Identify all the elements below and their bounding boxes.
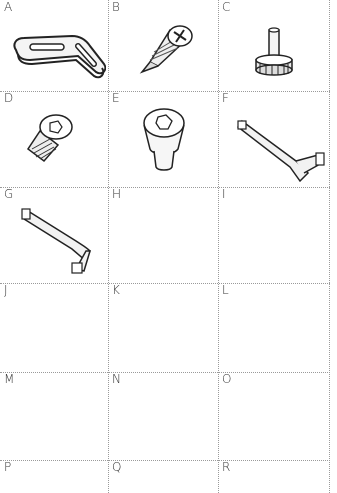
part-label: G	[4, 188, 13, 201]
part-cell-f: F	[218, 91, 329, 187]
part-label: N	[112, 373, 121, 386]
part-cell-b: B	[108, 0, 218, 91]
part-label: P	[4, 461, 11, 474]
part-label: O	[222, 373, 231, 386]
part-label: H	[112, 188, 121, 201]
part-label: C	[222, 1, 230, 14]
grid-divider	[329, 0, 330, 493]
hex-key-icon	[236, 115, 328, 185]
part-label: K	[112, 284, 120, 297]
part-label: L	[222, 284, 229, 297]
part-cell-e: E	[108, 91, 218, 187]
part-label: J	[4, 284, 8, 297]
l-bracket-icon	[8, 22, 106, 82]
part-label: D	[4, 92, 13, 105]
part-cell-j: J	[0, 283, 108, 372]
part-cell-h: H	[108, 187, 218, 283]
part-label: I	[222, 188, 226, 201]
part-label: A	[4, 1, 12, 14]
part-cell-o: O	[218, 372, 329, 460]
part-cell-m: M	[0, 372, 108, 460]
part-label: E	[112, 92, 120, 105]
countersunk-phillips-screw-icon	[136, 22, 196, 78]
part-cell-p: P	[0, 460, 108, 493]
part-cell-g: G	[0, 187, 108, 283]
part-cell-d: D	[0, 91, 108, 187]
part-cell-a: A	[0, 0, 108, 91]
part-cell-n: N	[108, 372, 218, 460]
part-label: R	[222, 461, 230, 474]
part-label: F	[222, 92, 229, 105]
button-head-screw-icon	[22, 109, 78, 165]
hex-key-icon	[20, 201, 96, 275]
part-cell-i: I	[218, 187, 329, 283]
part-cell-c: C	[218, 0, 329, 91]
part-cell-k: K	[108, 283, 218, 372]
thumb-screw-icon	[250, 26, 298, 80]
part-label: B	[112, 1, 120, 14]
part-cell-q: Q	[108, 460, 218, 493]
socket-cap-screw-icon	[136, 105, 192, 175]
part-label: M	[4, 373, 14, 386]
part-cell-r: R	[218, 460, 329, 493]
parts-grid: A B C	[0, 0, 330, 493]
part-cell-l: L	[218, 283, 329, 372]
part-label: Q	[112, 461, 121, 474]
